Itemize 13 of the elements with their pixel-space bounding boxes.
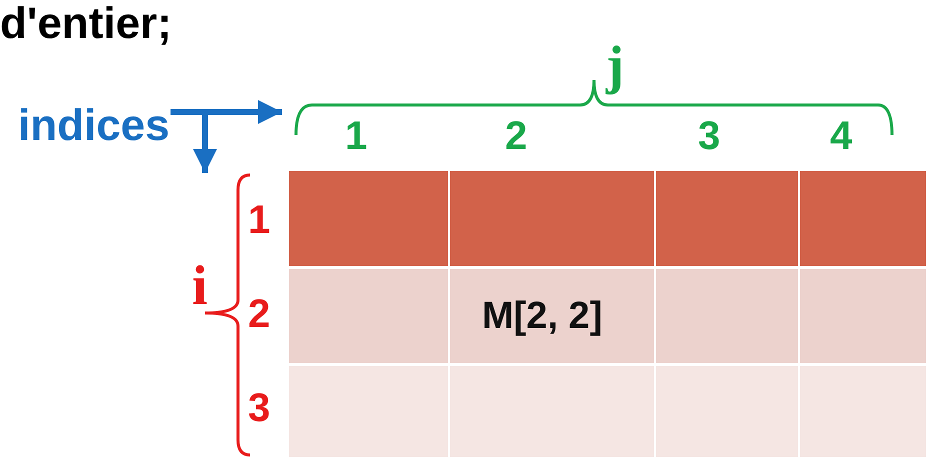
arrow: [170, 109, 217, 173]
row-index: 2: [248, 294, 270, 334]
column-index: 2: [505, 116, 528, 156]
axis-letter: i: [192, 258, 208, 314]
column-index: 1: [345, 116, 368, 156]
row-index: 3: [248, 388, 270, 428]
heading-text: d'entier;: [0, 2, 172, 46]
axis-caption: indices: [18, 104, 170, 148]
column-index: 3: [698, 116, 720, 156]
column-index: 4: [830, 116, 852, 156]
axis-letter: j: [606, 38, 624, 92]
row-index: 1: [248, 200, 270, 240]
cell-text: M[2, 2]: [482, 297, 602, 335]
